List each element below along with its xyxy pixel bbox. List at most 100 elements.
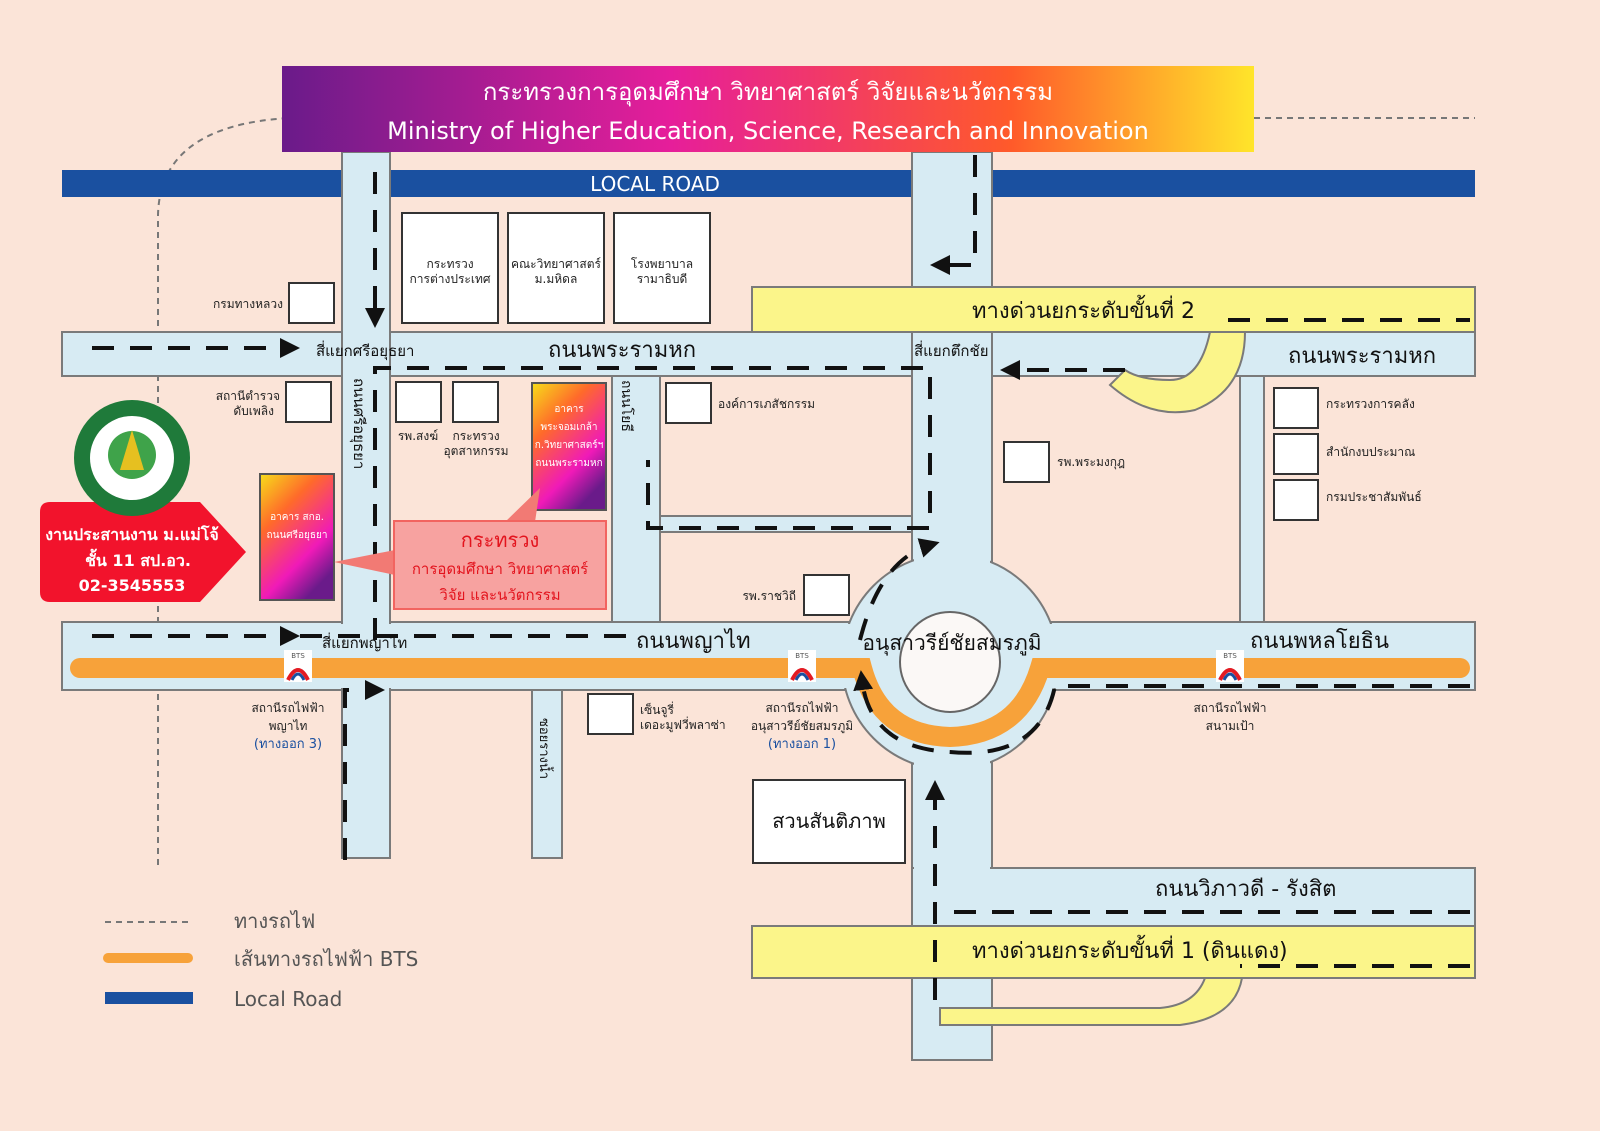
road-label: ถนนโยธี	[618, 380, 635, 432]
right-side-road	[1239, 375, 1265, 623]
building-industry-ministry	[452, 381, 499, 423]
bts-logo: BTS	[795, 652, 809, 660]
building-priest-hospital	[395, 381, 442, 423]
bts-logo: BTS	[1223, 652, 1237, 660]
maejo-university-logo	[74, 400, 190, 516]
bts-line	[70, 658, 1470, 748]
road-label: ถนนพระรามหก	[1288, 344, 1436, 369]
bts-station-phayathai: BTS สถานีรถไฟฟ้า พญาไท (ทางออก 3)	[251, 650, 325, 752]
svg-text:อนุสาวรีย์ชัยสมรภูมิ: อนุสาวรีย์ชัยสมรภูมิ	[751, 719, 853, 734]
label: กระทรวง	[452, 429, 499, 443]
building-century-mall	[587, 693, 634, 735]
local-road	[62, 170, 1475, 197]
building-budget-bureau	[1273, 433, 1319, 475]
expressway-2-ramp	[1108, 331, 1247, 414]
label: การต่างประเทศ	[410, 272, 491, 286]
local-road-label: LOCAL ROAD	[590, 172, 720, 196]
label: โรงพยาบาล	[631, 257, 693, 271]
svg-text:พญาไท: พญาไท	[269, 719, 308, 733]
expressway-1-ramp	[939, 977, 1244, 1026]
sri-ayutthaya-road	[341, 151, 391, 859]
label: พระจอมเกล้า	[540, 421, 597, 433]
label: คณะวิทยาศาสตร์	[511, 257, 601, 271]
road-label: ถนนพหลโยธิน	[1250, 628, 1389, 654]
expressway-2	[751, 286, 1476, 333]
building-foreign-affairs	[401, 212, 499, 324]
svg-text:(ทางออก 1): (ทางออก 1)	[768, 737, 836, 752]
expressway-1-label: ทางด่วนยกระดับขั้นที่ 1 (ดินแดง)	[972, 935, 1288, 964]
label: ถนนศรีอยุธยา	[267, 529, 328, 541]
legend-label: Local Road	[234, 987, 342, 1011]
bts-station-sanam-pao: BTS สถานีรถไฟฟ้า สนามเป้า	[1193, 650, 1267, 733]
building-public-relations	[1273, 479, 1319, 521]
building-rajavithi	[803, 574, 850, 616]
soi-rangnam	[531, 689, 563, 859]
label: เดอะมูฟวี่พลาซ่า	[640, 716, 726, 733]
svg-text:สถานีรถไฟฟ้า: สถานีรถไฟฟ้า	[765, 701, 838, 715]
building-highways-dept	[288, 282, 335, 324]
building-pharma-org	[665, 382, 712, 424]
bts-station-victory-monument: BTS สถานีรถไฟฟ้า อนุสาวรีย์ชัยสมรภูมิ (ท…	[751, 650, 853, 752]
intersection-label: สี่แยกตึกชัย	[914, 340, 989, 360]
maejo-callout-line: ชั้น 11 สป.อว.	[85, 548, 191, 570]
label: รพ.สงฆ์	[398, 429, 438, 443]
intersection-label: สี่แยกพญาไท	[322, 632, 407, 652]
ministry-callout	[393, 520, 607, 610]
label: กรมทางหลวง	[213, 297, 283, 311]
expressway-1	[751, 925, 1476, 979]
label: ม.มหิดล	[535, 272, 578, 286]
label: รามาธิบดี	[637, 272, 688, 286]
ministry-callout-line: วิจัย และนวัตกรรม	[439, 586, 561, 604]
road-label: ถนนพญาไท	[636, 628, 751, 654]
route-arrow	[930, 155, 977, 275]
railway-line	[157, 117, 1475, 865]
legend-label: ทางรถไฟ	[234, 909, 315, 933]
legend-local-road-swatch	[105, 992, 193, 1004]
label: อาคาร	[554, 404, 584, 415]
victory-monument-label: อนุสาวรีย์ชัยสมรภูมิ	[862, 631, 1041, 656]
ministry-callout-line: การอุดมศึกษา วิทยาศาสตร์	[412, 560, 588, 579]
title-banner	[282, 66, 1254, 152]
label: กระทรวงการคลัง	[1326, 397, 1415, 411]
yothi-road	[611, 375, 661, 623]
ministry-callout-title: กระทรวง	[461, 528, 540, 552]
label: อาคาร สกอ.	[270, 512, 324, 523]
road-label: ถนนศรีอยุธยา	[349, 378, 368, 469]
bts-logo: BTS	[291, 652, 305, 660]
label: รพ.ราชวิถี	[742, 589, 796, 603]
building-fire-station	[285, 381, 332, 423]
svg-text:สถานีรถไฟฟ้า: สถานีรถไฟฟ้า	[251, 701, 324, 715]
road-label: ถนนวิภาวดี - รังสิต	[1155, 877, 1336, 902]
label: สถานีตำรวจ	[216, 389, 280, 403]
road-label: ซอยรางน้ำ	[536, 718, 554, 779]
intersection-label: สี่แยกศรีอยุธยา	[316, 340, 414, 361]
label: กระทรวง	[426, 257, 473, 271]
monument-circle	[899, 611, 1001, 713]
label: อุตสาหกรรม	[443, 444, 508, 459]
svg-text:สถานีรถไฟฟ้า: สถานีรถไฟฟ้า	[1193, 701, 1266, 715]
building-phramongkut	[1003, 441, 1050, 483]
label: ก.วิทยาศาสตร์ฯ	[535, 439, 603, 451]
legend: ทางรถไฟ เส้นทางรถไฟฟ้า BTS Local Road	[103, 909, 418, 1011]
road-label: ถนนพระรามหก	[548, 338, 696, 363]
route-arrow	[853, 670, 1470, 755]
building-sko	[259, 473, 335, 601]
label: สำนักงบประมาณ	[1326, 445, 1415, 459]
label: องค์การเภสัชกรรม	[718, 397, 815, 411]
expressway-2-label: ทางด่วนยกระดับขั้นที่ 2	[972, 295, 1195, 324]
maejo-phone: 02-3545553	[79, 576, 186, 595]
building-chom-klao	[531, 382, 607, 511]
label: สวนสันติภาพ	[772, 809, 886, 833]
legend-label: เส้นทางรถไฟฟ้า BTS	[234, 947, 418, 971]
label: กรมประชาสัมพันธ์	[1326, 490, 1422, 504]
maejo-callout	[40, 502, 246, 602]
building-mahidol-science	[507, 212, 605, 324]
santiphap-park	[752, 779, 906, 864]
title-english: Ministry of Higher Education, Science, R…	[387, 117, 1149, 145]
building-ramathibodi	[613, 212, 711, 324]
title-thai: กระทรวงการอุดมศึกษา วิทยาศาสตร์ วิจัยและ…	[483, 78, 1053, 107]
building-finance-ministry	[1273, 387, 1319, 429]
route-arrow	[343, 680, 385, 860]
svg-text:(ทางออก 3): (ทางออก 3)	[254, 737, 322, 752]
